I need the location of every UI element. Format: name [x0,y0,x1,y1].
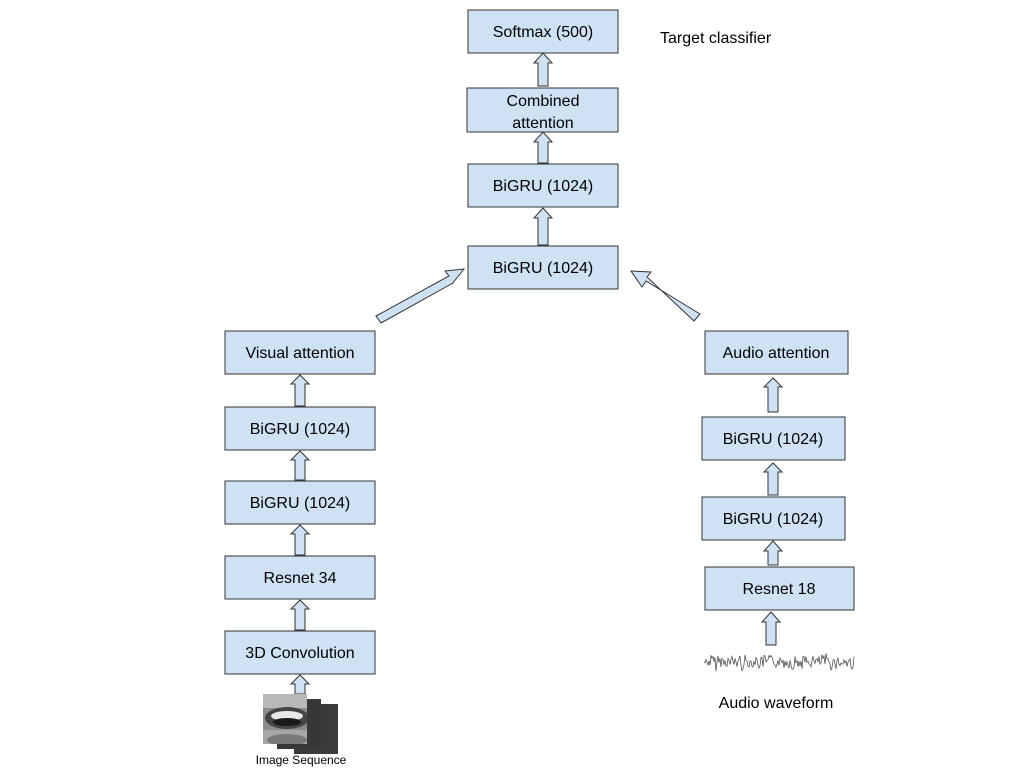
arrow-bigru-merge-to-bigru-top [532,207,554,246]
svg-text:BiGRU (1024): BiGRU (1024) [723,431,823,448]
bigru-top-node: BiGRU (1024) [467,163,619,208]
svg-text:Softmax (500): Softmax (500) [493,24,593,41]
resnet34-node: Resnet 34 [224,555,376,600]
svg-text:BiGRU (1024): BiGRU (1024) [493,260,593,277]
visual-bigru-upper-node: BiGRU (1024) [224,406,376,451]
arrow-audio-bigru-lower-to-upper [762,462,784,496]
audio-bigru-upper-node: BiGRU (1024) [701,416,846,461]
arrow-bigru-top-to-combined [532,131,554,164]
arrow-audio-bigru-to-attention [762,377,784,413]
arrow-visual-to-merge [375,268,466,324]
image-sequence-caption: Image Sequence [256,753,347,767]
softmax-node: Softmax (500) [467,9,619,54]
svg-text:Audio attention: Audio attention [723,345,830,362]
svg-text:attention: attention [512,115,573,132]
svg-text:BiGRU (1024): BiGRU (1024) [250,495,350,512]
resnet18-node: Resnet 18 [704,566,855,611]
visual-bigru-lower-node: BiGRU (1024) [224,480,376,525]
arrow-conv3d-to-resnet34 [289,599,311,631]
svg-text:3D Convolution: 3D Convolution [245,645,354,662]
visual-attention-node: Visual attention [224,330,376,375]
svg-text:Resnet 34: Resnet 34 [264,570,337,587]
arrow-visual-bigru-to-attention [289,374,311,407]
combined-attention-node: Combined attention [466,87,619,133]
audio-bigru-lower-node: BiGRU (1024) [701,496,846,541]
svg-text:BiGRU (1024): BiGRU (1024) [723,511,823,528]
arrow-resnet34-to-bigru [289,524,311,556]
svg-text:Resnet 18: Resnet 18 [743,581,816,598]
svg-text:Combined: Combined [507,93,580,110]
arrow-audio-to-merge [630,270,701,322]
svg-text:Visual attention: Visual attention [245,345,354,362]
arrow-waveform-to-resnet18 [760,611,782,646]
arrow-resnet18-to-bigru [762,540,784,566]
arrow-visual-bigru-lower-to-upper [289,450,311,481]
mouth-frames-icon [263,694,338,754]
arrow-combined-to-softmax [532,52,554,87]
svg-text:BiGRU (1024): BiGRU (1024) [250,421,350,438]
audio-attention-node: Audio attention [704,330,849,375]
target-classifier-label: Target classifier [660,30,772,47]
svg-text:BiGRU (1024): BiGRU (1024) [493,178,593,195]
arrow-image-to-conv3d [289,674,311,695]
conv3d-node: 3D Convolution [224,630,376,675]
bigru-merge-node: BiGRU (1024) [467,245,619,290]
waveform-icon [703,653,855,672]
audio-waveform-caption: Audio waveform [719,695,834,712]
